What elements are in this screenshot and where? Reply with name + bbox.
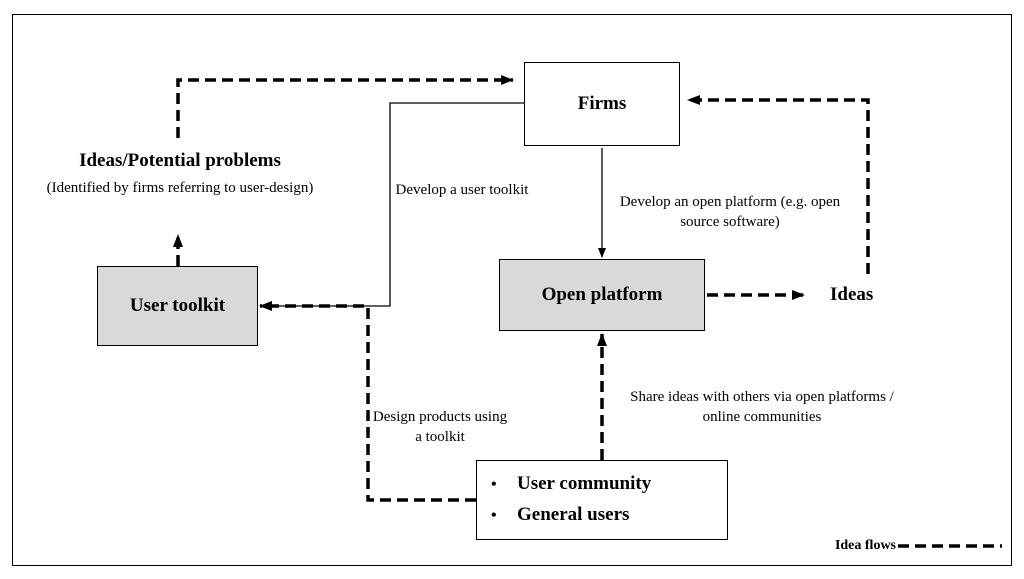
flow-ideas-to-firms bbox=[687, 95, 870, 274]
firms-label: Firms bbox=[577, 93, 627, 114]
edge-firms-to-toolkit bbox=[261, 102, 524, 310]
firms-node: Firms bbox=[524, 62, 680, 146]
user-toolkit-label: User toolkit bbox=[129, 295, 226, 316]
community-item-general-users: General users bbox=[491, 500, 651, 531]
user-toolkit-node: User toolkit bbox=[97, 266, 258, 346]
diagram-frame bbox=[12, 14, 1012, 566]
ideas-problems-note: (Identified by firms referring to user-d… bbox=[46, 180, 314, 196]
user-community-node: User community General users bbox=[476, 460, 728, 540]
ideas-node-label: Ideas bbox=[830, 284, 874, 305]
design-products-label: Design products using a toolkit bbox=[372, 409, 508, 445]
flow-ideas-problems-to-firms bbox=[176, 75, 514, 138]
flow-community-to-toolkit bbox=[259, 301, 476, 502]
develop-toolkit-label: Develop a user toolkit bbox=[395, 182, 529, 198]
develop-platform-label: Develop an open platform (e.g. open sour… bbox=[619, 194, 841, 230]
share-ideas-label: Share ideas with others via open platfor… bbox=[630, 389, 894, 425]
community-list: User community General users bbox=[491, 469, 651, 531]
community-item-user-community: User community bbox=[491, 469, 651, 500]
open-platform-node: Open platform bbox=[499, 259, 705, 331]
open-platform-label: Open platform bbox=[541, 284, 663, 305]
legend-label: Idea flows bbox=[834, 538, 896, 553]
ideas-problems-title: Ideas/Potential problems bbox=[79, 150, 281, 171]
